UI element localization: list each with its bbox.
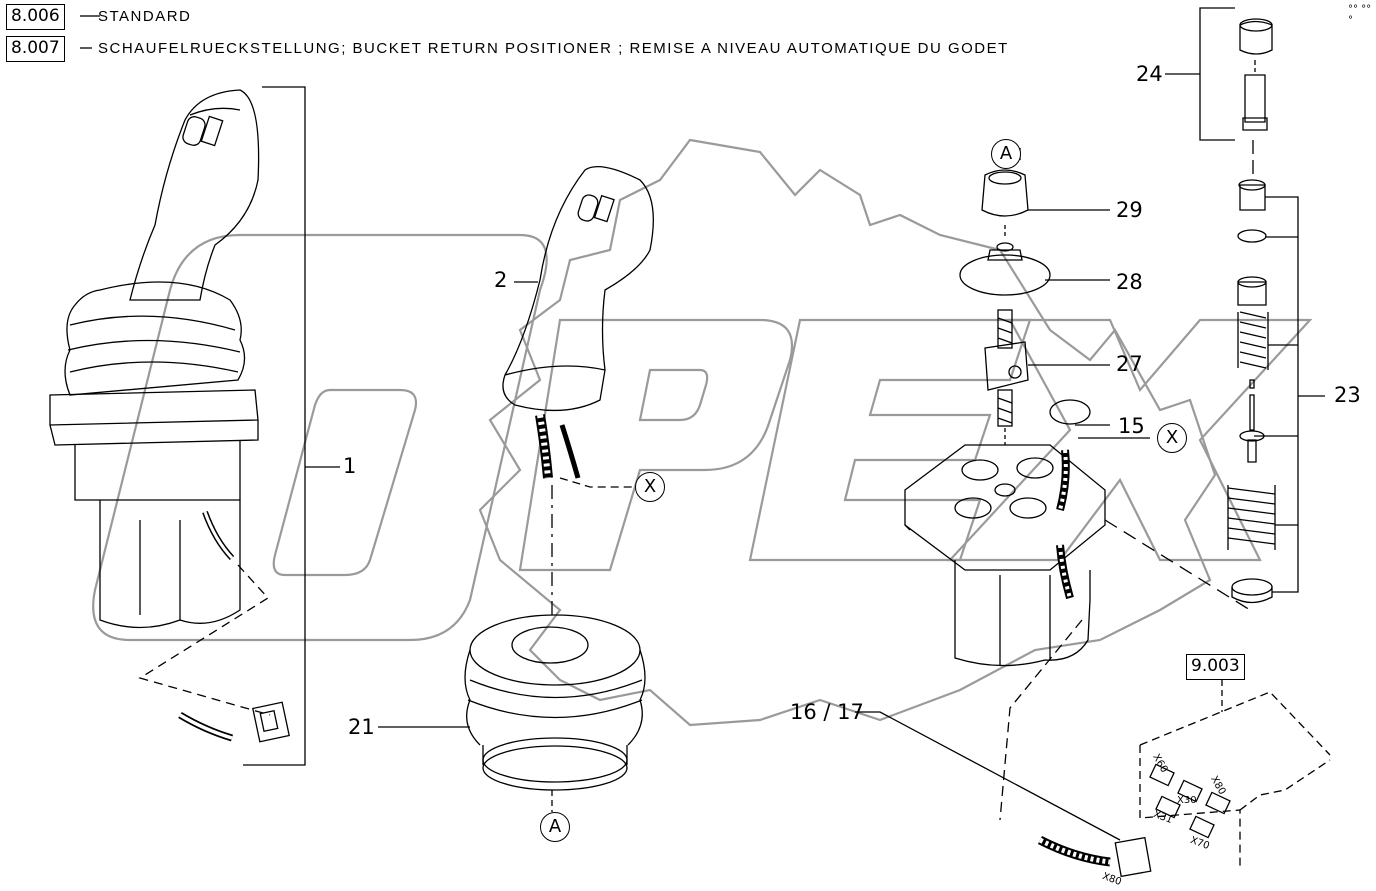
plate-item-28 xyxy=(959,225,1110,296)
ref-label-bucket-return: SCHAUFELRUECKSTELLUNG; BUCKET RETURN POS… xyxy=(98,40,1009,57)
callout-1[interactable]: 1 xyxy=(343,454,357,478)
marker-a-top: A xyxy=(991,139,1021,169)
corner-mark: °° °°° xyxy=(1348,4,1372,26)
marker-x-right: X xyxy=(1157,423,1187,453)
callout-29[interactable]: 29 xyxy=(1116,198,1143,222)
connector-label-x30: X30 xyxy=(1177,795,1197,806)
handle-item-2 xyxy=(502,166,654,620)
rubber-boot-item-21 xyxy=(378,614,646,812)
callout-15[interactable]: 15 xyxy=(1118,414,1145,438)
callout-2[interactable]: 2 xyxy=(494,268,508,292)
pressure-valve-item-23 xyxy=(1227,179,1325,604)
callout-16-17[interactable]: 16 / 17 xyxy=(790,700,864,724)
callout-leaders xyxy=(80,15,1121,841)
joystick-base-housing xyxy=(904,444,1251,821)
callout-23[interactable]: 23 xyxy=(1334,383,1361,407)
callout-24[interactable]: 24 xyxy=(1136,62,1163,86)
coupling-item-27 xyxy=(984,309,1110,445)
ref-code-8006[interactable]: 8.006 xyxy=(6,4,65,30)
ref-code-8007[interactable]: 8.007 xyxy=(6,36,65,62)
joystick-assembly-item-1 xyxy=(49,86,340,766)
nut-item-29 xyxy=(981,160,1110,217)
marker-a-bottom: A xyxy=(540,812,570,842)
callout-21[interactable]: 21 xyxy=(348,715,375,739)
clip-item-15 xyxy=(1049,399,1150,439)
electrical-box-9003 xyxy=(1037,680,1331,878)
ref-label-standard: STANDARD xyxy=(98,8,192,25)
callout-28[interactable]: 28 xyxy=(1116,270,1143,294)
marker-x-left: X xyxy=(635,472,665,502)
callout-27[interactable]: 27 xyxy=(1116,352,1143,376)
plunger-item-24 xyxy=(1165,7,1273,175)
ref-code-9003[interactable]: 9.003 xyxy=(1186,654,1245,680)
